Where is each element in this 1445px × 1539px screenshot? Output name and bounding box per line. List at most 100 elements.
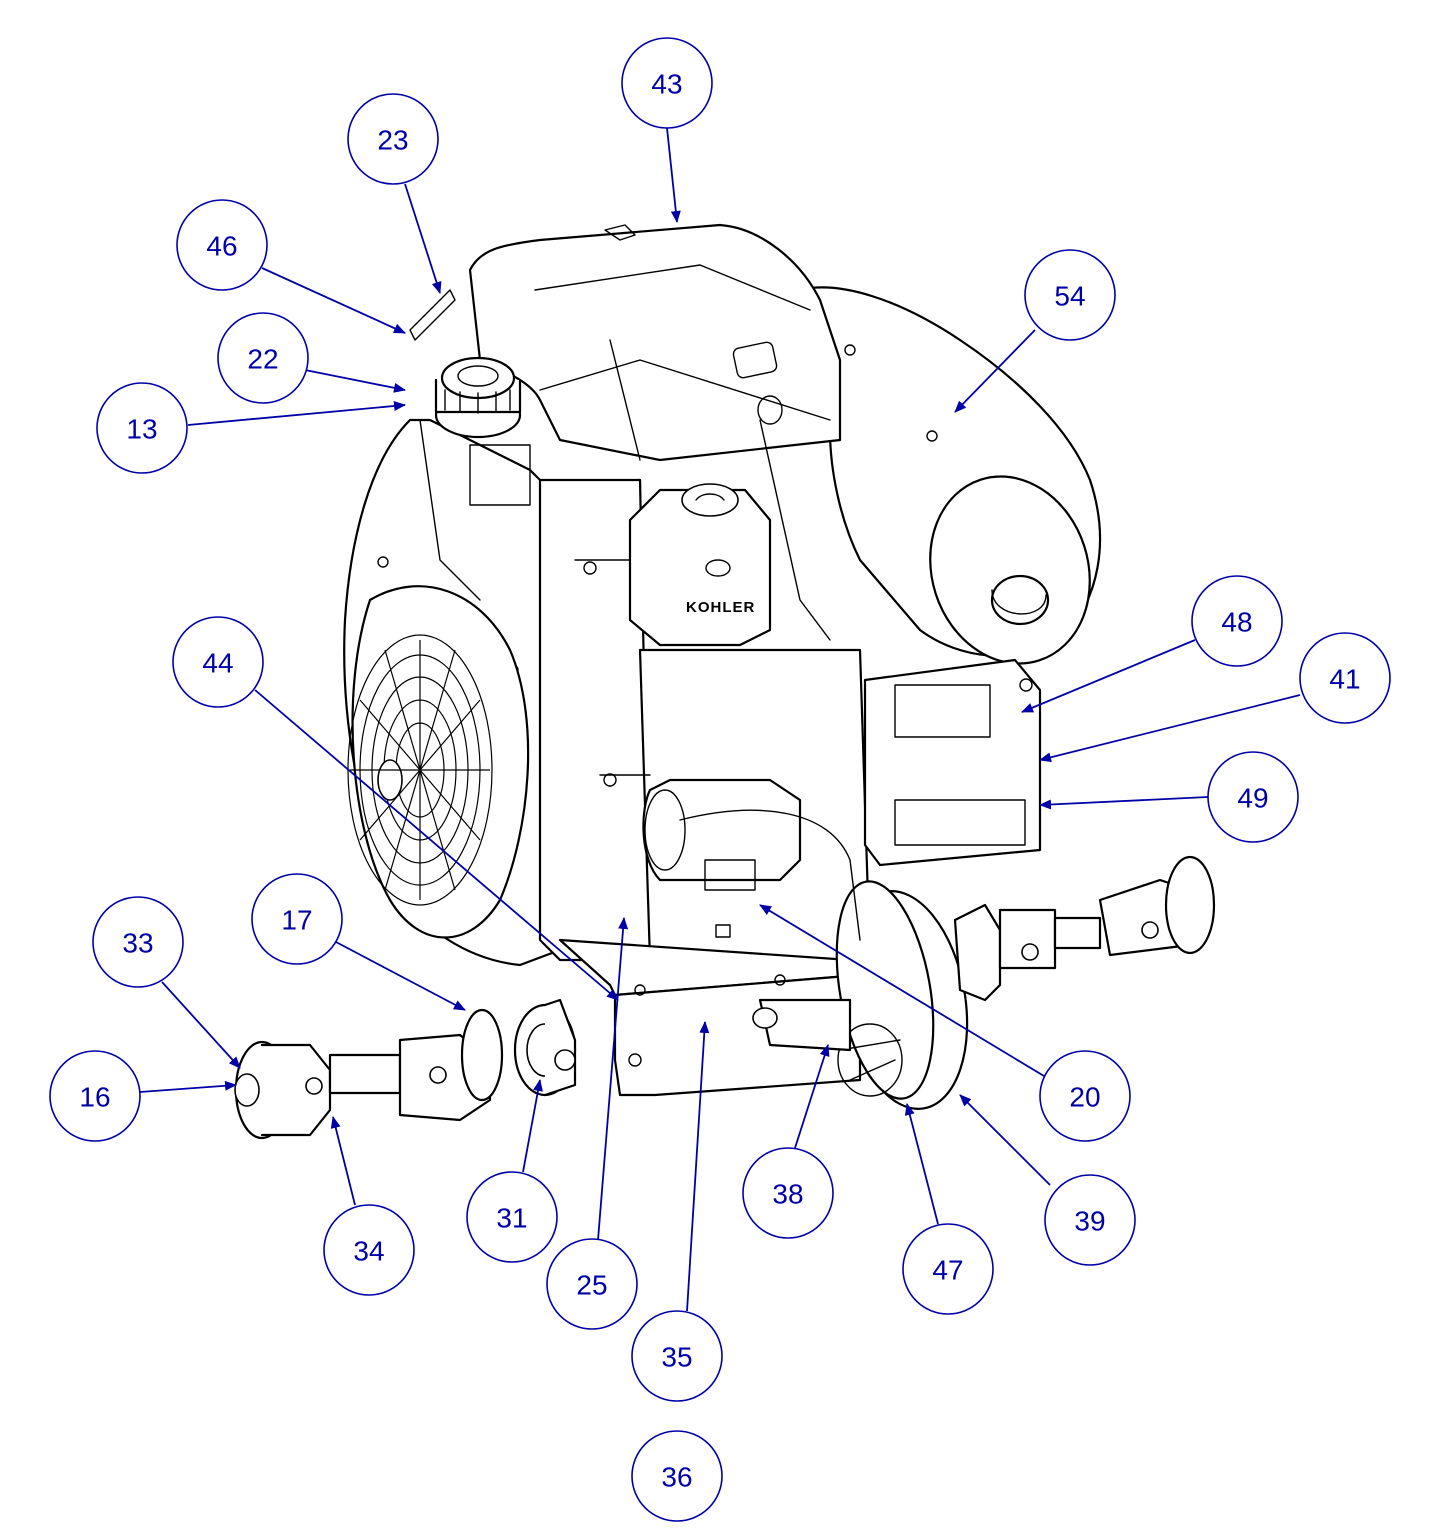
callout-leader-44 <box>254 689 619 1001</box>
callout-circle <box>902 1223 994 1315</box>
control-box <box>863 658 1042 867</box>
callout-circle <box>1044 1174 1136 1266</box>
callout-number: 25 <box>576 1270 607 1301</box>
callout-circle <box>347 93 439 185</box>
callout-number: 44 <box>202 648 233 679</box>
callout-49: 49 <box>1207 751 1299 843</box>
callout-circle <box>217 312 309 404</box>
callout-circle <box>631 1310 723 1402</box>
engine-brand-label: KOHLER <box>686 599 755 616</box>
left-driveshaft <box>234 998 577 1140</box>
callout-circle <box>1299 632 1391 724</box>
callout-20: 20 <box>1039 1050 1131 1142</box>
callout-number: 33 <box>122 928 153 959</box>
callout-33: 33 <box>92 896 184 988</box>
callout-circle <box>49 1050 141 1142</box>
oil-reservoir: KOHLER <box>628 483 772 647</box>
callout-number: 39 <box>1074 1206 1105 1237</box>
callout-leader-35 <box>686 1021 710 1312</box>
callout-number: 35 <box>661 1342 692 1373</box>
callout-number: 46 <box>206 231 237 262</box>
callout-leader-23 <box>404 183 442 294</box>
air-cleaner-cover <box>468 223 842 462</box>
callout-leader-39 <box>959 1094 1051 1186</box>
starter-motor <box>642 778 802 891</box>
callout-circle <box>546 1238 638 1330</box>
callout-25: 25 <box>546 1238 638 1330</box>
callout-circle <box>631 1430 723 1522</box>
callout-39: 39 <box>1044 1174 1136 1266</box>
callout-leader-17 <box>335 941 466 1011</box>
callout-number: 47 <box>932 1255 963 1286</box>
callout-circle <box>1039 1050 1131 1142</box>
callout-number: 23 <box>377 125 408 156</box>
drive-pulley <box>752 880 969 1110</box>
callout-leader-41 <box>1039 694 1301 763</box>
callout-circle <box>251 873 343 965</box>
callout-35: 35 <box>631 1310 723 1402</box>
callout-circle <box>1024 249 1116 341</box>
callout-circle <box>1207 751 1299 843</box>
callout-leader-16 <box>139 1080 237 1093</box>
callout-circle <box>96 382 188 474</box>
callout-leader-22 <box>304 369 406 393</box>
right-driveshaft <box>953 855 1216 1002</box>
callout-number: 36 <box>661 1462 692 1493</box>
callout-leader-20 <box>759 904 1045 1077</box>
cables <box>409 289 861 941</box>
callout-number: 38 <box>772 1179 803 1210</box>
callout-number: 31 <box>496 1203 527 1234</box>
callout-41: 41 <box>1299 632 1391 724</box>
engine-drawing: KOHLER <box>234 223 1216 1140</box>
callout-number: 34 <box>353 1236 384 1267</box>
callout-leader-38 <box>794 1044 830 1149</box>
callout-22: 22 <box>217 312 309 404</box>
callout-leader-33 <box>161 981 241 1069</box>
callout-leader-48 <box>1021 639 1196 713</box>
callout-leader-43 <box>666 127 681 223</box>
callout-46: 46 <box>176 199 268 291</box>
callout-leader-25 <box>597 917 629 1241</box>
callout-circle <box>621 37 713 129</box>
callout-number: 49 <box>1237 783 1268 814</box>
callout-number: 20 <box>1069 1082 1100 1113</box>
callout-circle <box>1191 575 1283 667</box>
callout-leader-49 <box>1039 796 1209 810</box>
callout-leaders <box>139 127 1301 1312</box>
callout-number: 22 <box>247 344 278 375</box>
callout-labels: 43 23 46 54 22 13 48 44 41 49 33 17 16 20 38 39 31 34 25 47… <box>49 37 1391 1522</box>
callout-circle <box>466 1171 558 1263</box>
callout-54: 54 <box>1024 249 1116 341</box>
callout-circle <box>323 1204 415 1296</box>
callout-number: 13 <box>126 414 157 445</box>
callout-circle <box>92 896 184 988</box>
callout-leader-34 <box>330 1116 356 1206</box>
callout-leader-31 <box>522 1079 543 1173</box>
callout-number: 41 <box>1329 664 1360 695</box>
callout-number: 48 <box>1221 607 1252 638</box>
callout-leader-54 <box>954 329 1036 413</box>
muffler <box>798 286 1102 665</box>
callout-23: 23 <box>347 93 439 185</box>
callout-circle <box>176 199 268 291</box>
callout-leader-47 <box>904 1103 939 1225</box>
callout-number: 43 <box>651 69 682 100</box>
callout-circle <box>742 1147 834 1239</box>
callout-48: 48 <box>1191 575 1283 667</box>
flywheel-grille <box>347 585 530 939</box>
callout-17: 17 <box>251 873 343 965</box>
callout-44: 44 <box>172 616 264 708</box>
callout-43: 43 <box>621 37 713 129</box>
callout-34: 34 <box>323 1204 415 1296</box>
callout-number: 16 <box>79 1082 110 1113</box>
callout-47: 47 <box>902 1223 994 1315</box>
callout-16: 16 <box>49 1050 141 1142</box>
callout-number: 54 <box>1054 281 1085 312</box>
callout-36: 36 <box>631 1430 723 1522</box>
callout-leader-13 <box>187 401 406 426</box>
filler-cap <box>434 356 522 439</box>
callout-38: 38 <box>742 1147 834 1239</box>
callout-31: 31 <box>466 1171 558 1263</box>
callout-13: 13 <box>96 382 188 474</box>
